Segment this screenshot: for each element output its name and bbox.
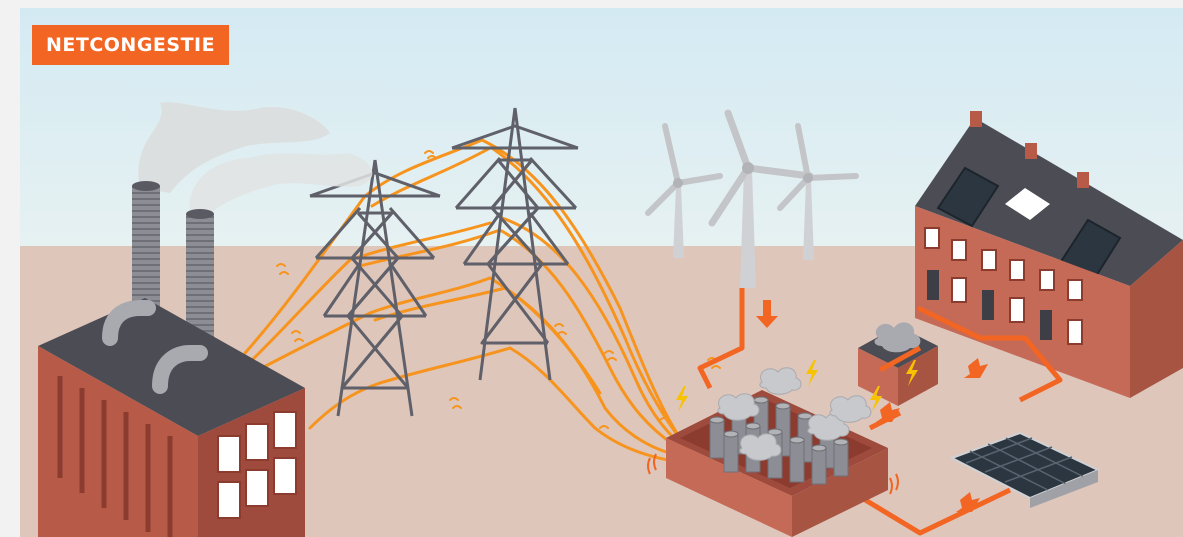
flow-arrows (756, 300, 988, 512)
congested-substation (647, 288, 1063, 537)
lightning-icon (870, 386, 882, 412)
lightning-icon (906, 360, 918, 386)
arrow-left-icon (964, 358, 988, 378)
lightning-icon (806, 360, 818, 386)
wind-turbine (708, 109, 814, 288)
local-transformer (858, 322, 938, 406)
house-wall-side (1130, 240, 1183, 398)
arrow-left-icon (876, 402, 900, 422)
topic-badge: NETCONGESTIE (32, 25, 230, 65)
factory-wall-front (38, 346, 198, 537)
arrow-down-icon (756, 300, 778, 328)
arrow-left-icon (956, 492, 980, 512)
factory (38, 102, 373, 537)
solar-panels (949, 431, 1101, 508)
lightning-icon (676, 386, 688, 412)
roof-solar-panel (936, 166, 1000, 228)
wind-turbine (645, 123, 723, 258)
illustration-frame: NETCONGESTIE (20, 8, 1183, 537)
smoke-cloud (138, 102, 330, 193)
wind-turbine (777, 123, 859, 260)
transmission-tower-right (451, 107, 579, 381)
transmission-tower-left (309, 159, 441, 417)
roof-window (1005, 188, 1050, 220)
grid-congestion-illustration (20, 8, 1183, 537)
smoke-cloud (189, 153, 373, 218)
row-houses (915, 111, 1183, 398)
